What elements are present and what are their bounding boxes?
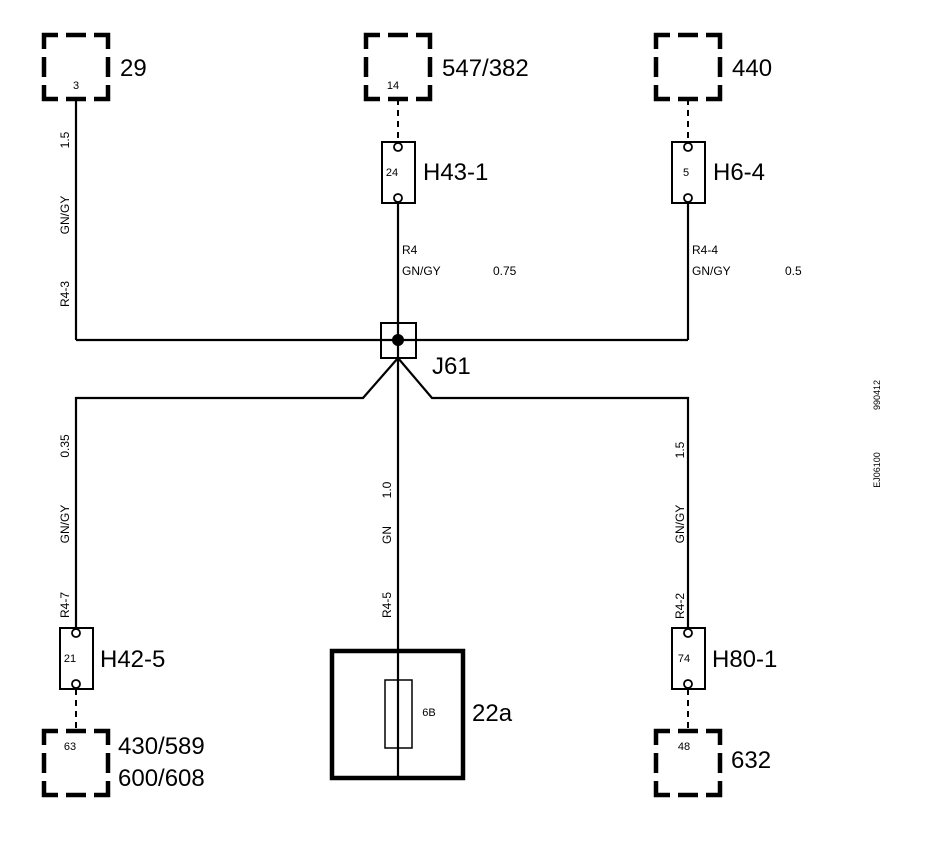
connector-h43-1-label: H43-1 bbox=[423, 159, 488, 186]
junction-j61-label: J61 bbox=[432, 353, 471, 380]
component-22a-label: 22a bbox=[472, 700, 513, 727]
component-430-589-box bbox=[41, 728, 111, 798]
connector-h6-4-terminal-top bbox=[683, 142, 693, 152]
margin-code-date: 990412 bbox=[872, 380, 882, 410]
wire-r4-5-size: 1.0 bbox=[380, 481, 394, 498]
wire-r4-4-color: GN/GY bbox=[692, 264, 731, 278]
wire-r4-7 bbox=[74, 357, 399, 629]
component-632: 48 632 bbox=[653, 728, 771, 798]
wire-r4-7-color: GN/GY bbox=[58, 505, 72, 544]
connector-h42-5: 21 H42-5 bbox=[59, 627, 165, 690]
wire-r4-2-id: R4-2 bbox=[673, 593, 687, 619]
connector-h43-1-terminal-bottom bbox=[393, 193, 403, 203]
connector-h80-1-terminal-top bbox=[683, 628, 693, 638]
wire-r4-color: GN/GY bbox=[402, 264, 441, 278]
component-440-label: 440 bbox=[732, 55, 772, 82]
wire-r4-2-color: GN/GY bbox=[673, 505, 687, 544]
connector-h80-1: 74 H80-1 bbox=[671, 627, 777, 690]
component-430-589-pin: 63 bbox=[64, 741, 76, 753]
wire-r4-id: R4 bbox=[402, 243, 418, 257]
connector-h6-4: 5 H6-4 bbox=[671, 141, 765, 204]
connector-h80-1-pin: 74 bbox=[678, 653, 690, 665]
wire-r4-2-size: 1.5 bbox=[673, 441, 687, 458]
connector-h80-1-terminal-bottom bbox=[683, 679, 693, 689]
component-22a-box bbox=[329, 648, 466, 781]
connector-h42-5-terminal-top bbox=[71, 628, 81, 638]
connector-h80-1-body bbox=[671, 627, 706, 690]
component-440: 440 bbox=[653, 32, 772, 102]
connector-h42-5-pin: 21 bbox=[64, 653, 76, 665]
connector-h42-5-terminal-bottom bbox=[71, 679, 81, 689]
component-430-589-label-line2: 600/608 bbox=[118, 765, 205, 792]
component-430-589: 63 430/589 600/608 bbox=[41, 728, 205, 798]
connector-h43-1: 24 H43-1 bbox=[381, 141, 488, 204]
wire-r4-7-size: 0.35 bbox=[58, 434, 72, 458]
connector-h6-4-label: H6-4 bbox=[713, 159, 765, 186]
component-632-label: 632 bbox=[731, 747, 771, 774]
component-29-label: 29 bbox=[120, 55, 147, 82]
component-22a: 6B 22a bbox=[329, 648, 513, 781]
wire-r4-5-id: R4-5 bbox=[380, 592, 394, 618]
connector-h6-4-body bbox=[671, 141, 706, 204]
connector-h42-5-body bbox=[59, 627, 94, 690]
connector-h43-1-terminal-top bbox=[393, 142, 403, 152]
component-632-box bbox=[653, 728, 723, 798]
wire-r4-3-size: 1.5 bbox=[58, 131, 72, 148]
wire-r4-4-size: 0.5 bbox=[785, 264, 802, 278]
wire-r4-size: 0.75 bbox=[493, 264, 517, 278]
junction-j61-dot bbox=[392, 334, 404, 346]
connector-h42-5-label: H42-5 bbox=[100, 646, 165, 673]
component-547-382: 14 547/382 bbox=[363, 32, 529, 102]
connector-h6-4-terminal-bottom bbox=[683, 193, 693, 203]
component-29-pin: 3 bbox=[73, 80, 79, 92]
wire-r4-3-color: GN/GY bbox=[58, 196, 72, 235]
connector-h80-1-label: H80-1 bbox=[712, 646, 777, 673]
wire-r4-4-id: R4-4 bbox=[692, 243, 718, 257]
component-430-589-label-line1: 430/589 bbox=[118, 733, 205, 760]
component-547-382-pin: 14 bbox=[387, 80, 399, 92]
component-29: 3 29 bbox=[41, 32, 147, 102]
wire-r4-2 bbox=[397, 357, 690, 629]
component-547-382-label: 547/382 bbox=[442, 55, 529, 82]
junction-j61: J61 bbox=[380, 322, 471, 380]
component-440-box bbox=[653, 32, 723, 102]
margin-code-reference: EJ06100 bbox=[872, 452, 882, 488]
wire-r4-3-id: R4-3 bbox=[58, 281, 72, 307]
component-632-pin: 48 bbox=[678, 741, 690, 753]
wire-r4-5-color: GN bbox=[380, 526, 394, 544]
fuse-6b bbox=[384, 679, 413, 749]
fuse-6b-label: 6B bbox=[422, 707, 435, 719]
connector-h43-1-body bbox=[381, 141, 416, 204]
connector-h6-4-pin: 5 bbox=[683, 167, 689, 179]
wire-r4-7-id: R4-7 bbox=[58, 592, 72, 618]
connector-h43-1-pin: 24 bbox=[386, 167, 398, 179]
